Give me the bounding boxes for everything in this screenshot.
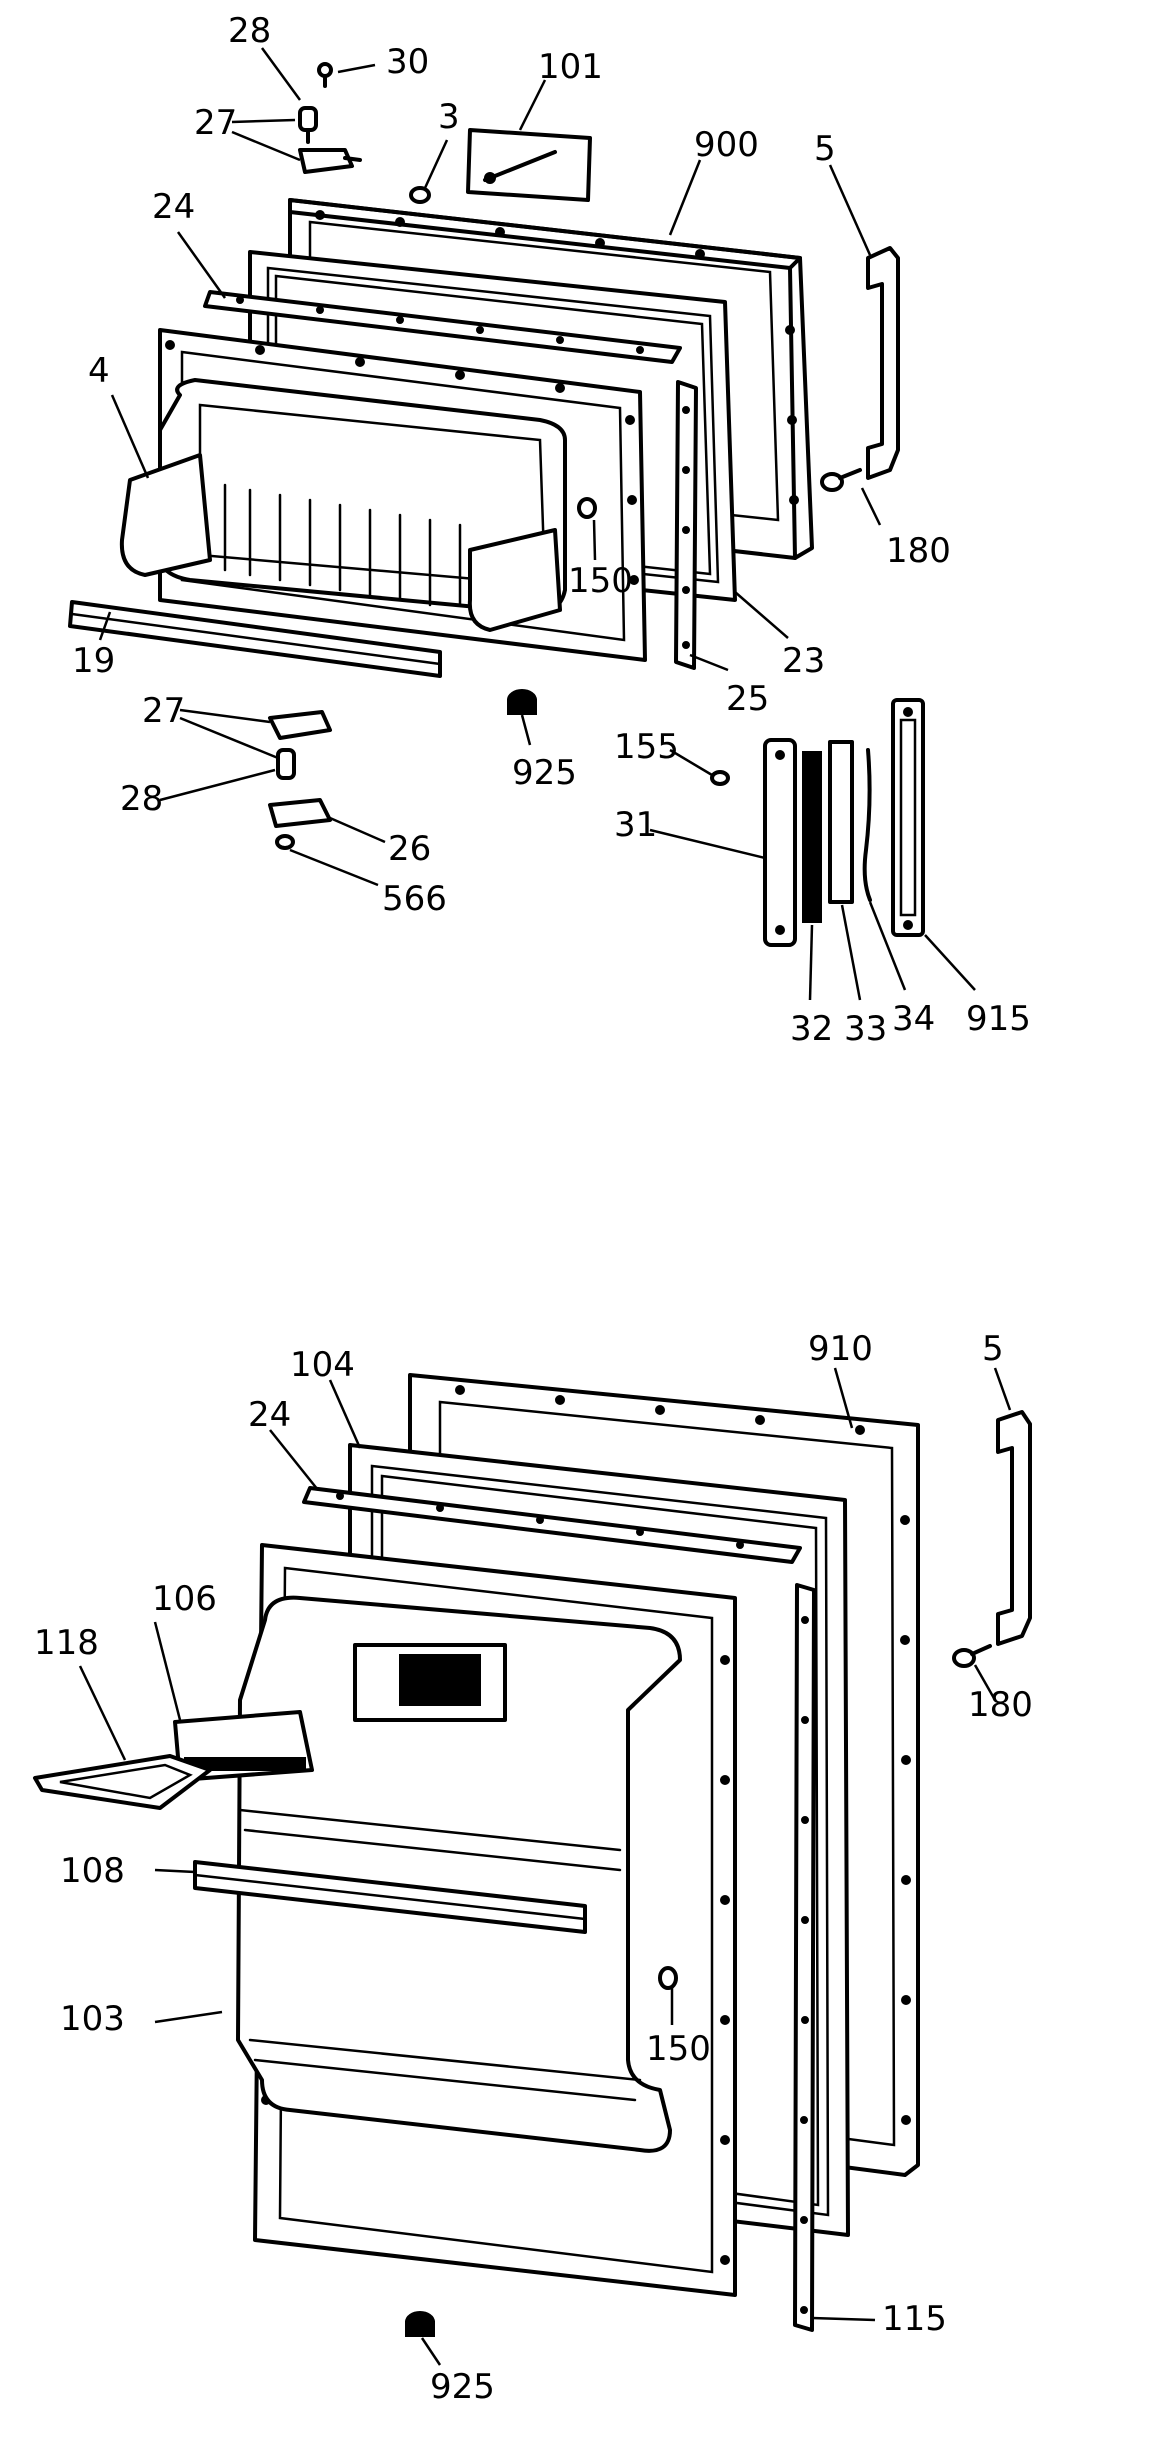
label-150: 150 [568,561,633,601]
part-24-breaker-strip-lower [302,1486,802,1564]
hinge-cover-set [763,698,925,947]
label-566: 566 [382,879,447,919]
label-24-lower: 24 [248,1395,291,1435]
label-925-lower: 925 [430,2367,495,2407]
label-5: 5 [814,129,836,169]
label-4: 4 [88,351,110,391]
part-108-shelf-rail [193,1860,587,1934]
label-910: 910 [808,1329,873,1369]
part-19-door-rail [68,600,442,678]
part-180-screw [820,468,862,492]
part-5-handle-lower [996,1410,1032,1646]
label-3: 3 [438,97,460,137]
part-150-clip [577,497,597,519]
label-19: 19 [72,641,115,681]
label-26: 26 [388,829,431,869]
part-118-tray [33,1754,212,1810]
part-24-breaker-strip [203,290,682,364]
liner-inner-recess [236,1595,682,2153]
label-28-lower: 28 [120,779,163,819]
freezer-door-assembly [68,62,925,947]
part-925-bumper [507,689,537,715]
label-900: 900 [694,125,759,165]
label-101: 101 [538,47,603,87]
label-28: 28 [228,11,271,51]
label-27-lower: 27 [142,691,185,731]
label-115: 115 [882,2299,947,2339]
label-30: 30 [386,42,429,82]
leader-lines [78,47,1012,2366]
part-5-handle [866,246,900,480]
label-25: 25 [726,679,769,719]
label-32: 32 [790,1009,833,1049]
label-155: 155 [614,727,679,767]
part-labels-bottom: 910 5 104 24 106 118 180 108 103 150 115… [34,1329,1033,2407]
label-34: 34 [892,999,935,1039]
freezer-shelf-bin [119,378,567,632]
label-5-lower: 5 [982,1329,1004,1369]
label-104: 104 [290,1345,355,1385]
label-180: 180 [886,531,951,571]
part-25-hinge-strip [674,380,698,670]
label-27: 27 [194,103,237,143]
label-103: 103 [60,1999,125,2039]
label-31: 31 [614,805,657,845]
fresh-food-door-assembly [33,1373,1032,2337]
top-hinge-hardware [298,62,362,174]
part-155-screw [710,770,730,786]
label-118: 118 [34,1623,99,1663]
part-150-clip-lower [658,1966,678,1990]
part-925-bumper-lower [405,2311,435,2337]
label-180-lower: 180 [968,1685,1033,1725]
bottom-hinge-hardware [268,710,332,850]
part-101-bracket [466,128,592,202]
label-925: 925 [512,753,577,793]
part-labels-top: 28 30 27 101 3 900 5 24 4 180 150 19 23 … [72,11,1031,1049]
label-150-lower: 150 [646,2029,711,2069]
label-106: 106 [152,1579,217,1619]
label-23: 23 [782,641,825,681]
part-115-hinge-strip [793,1583,816,2332]
label-108: 108 [60,1851,125,1891]
part-180-screw-lower [952,1644,992,1668]
part-3-screw [409,186,431,204]
label-915: 915 [966,999,1031,1039]
label-33: 33 [844,1009,887,1049]
label-24: 24 [152,187,195,227]
